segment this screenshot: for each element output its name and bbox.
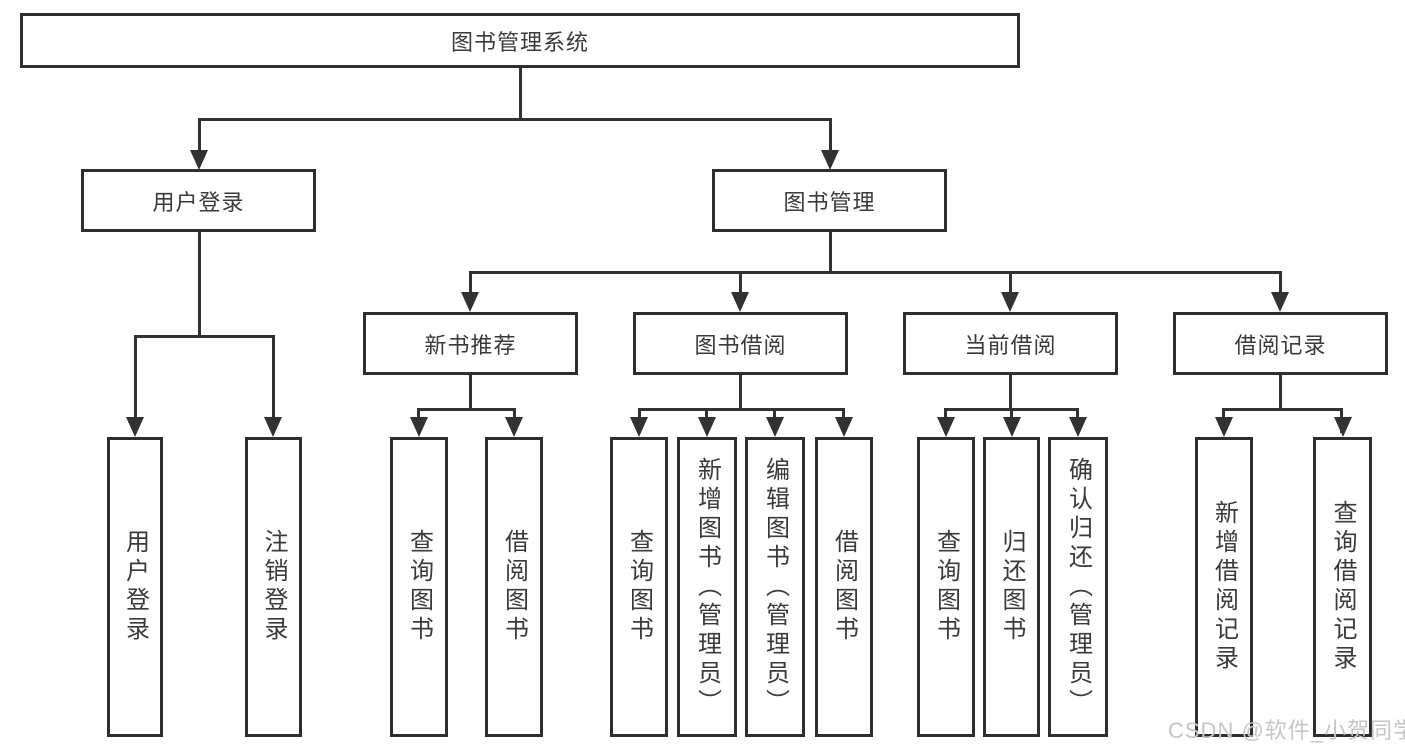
arrow-down-icon (1334, 417, 1352, 437)
arrow-down-icon (190, 150, 208, 170)
csdn-watermark: CSDN @软件_小贺同学 (1168, 718, 1405, 743)
node-label: 编辑图书（管理员） (761, 456, 789, 718)
arrow-down-icon (821, 150, 839, 170)
connector-line (739, 375, 742, 408)
leaf-query-borrow-record: 查询借阅记录 (1313, 437, 1372, 737)
connector-line (198, 118, 832, 121)
arrow-down-icon (766, 417, 784, 437)
arrow-down-icon (126, 417, 144, 437)
node-label: 用户登录 (121, 529, 149, 645)
connector-line (272, 335, 275, 433)
node-label: 确认归还（管理员） (1064, 456, 1092, 718)
node-label: 新增借阅记录 (1210, 500, 1238, 674)
connector-line (1009, 375, 1012, 408)
node-label: 借阅图书 (500, 529, 528, 645)
connector-line (829, 118, 832, 166)
node-label: 查询借阅记录 (1329, 500, 1356, 674)
connector-line (469, 271, 472, 299)
node-label: 当前借阅 (964, 332, 1057, 358)
connector-line (1279, 271, 1282, 299)
connector-line (134, 335, 275, 338)
node-label: 图书借阅 (694, 332, 787, 358)
leaf-user-login: 用户登录 (107, 437, 163, 737)
node-label: 图书管理系统 (450, 29, 589, 55)
node-label: 注销登录 (260, 529, 287, 645)
connector-line (739, 271, 742, 299)
arrow-down-icon (461, 292, 479, 312)
arrow-down-icon (1069, 417, 1087, 437)
connector-line (469, 271, 1282, 274)
leaf-query-books-current: 查询图书 (917, 437, 975, 737)
arrow-down-icon (731, 292, 749, 312)
connector-line (134, 335, 137, 433)
connector-line (1279, 375, 1282, 408)
node-label: 查询图书 (625, 529, 653, 645)
connector-line (829, 232, 832, 271)
node-label: 借阅记录 (1234, 332, 1327, 358)
arrow-down-icon (630, 417, 648, 437)
leaf-edit-books-admin: 编辑图书（管理员） (745, 437, 805, 737)
node-current-borrowing: 当前借阅 (903, 312, 1118, 375)
node-label: 用户登录 (152, 189, 245, 215)
node-new-book-recommendation: 新书推荐 (363, 312, 578, 375)
leaf-return-books: 归还图书 (983, 437, 1040, 737)
node-label: 借阅图书 (830, 529, 858, 645)
arrow-down-icon (1215, 417, 1233, 437)
arrow-down-icon (698, 417, 716, 437)
arrow-down-icon (1271, 292, 1289, 312)
node-label: 新增图书（管理员） (693, 456, 721, 718)
leaf-query-books-borrow: 查询图书 (610, 437, 668, 737)
node-user-login: 用户登录 (81, 169, 316, 232)
node-label: 新书推荐 (424, 332, 517, 358)
connector-line (1009, 271, 1012, 299)
node-label: 图书管理 (783, 189, 876, 215)
leaf-query-books-recommend: 查询图书 (390, 437, 448, 737)
leaf-borrow-books: 借阅图书 (815, 437, 873, 737)
node-label: 归还图书 (998, 529, 1025, 645)
connector-line (198, 232, 201, 335)
arrow-down-icon (835, 417, 853, 437)
arrow-down-icon (1001, 292, 1019, 312)
leaf-confirm-return-admin: 确认归还（管理员） (1048, 437, 1108, 737)
node-root: 图书管理系统 (20, 13, 1020, 68)
connector-line (198, 118, 201, 166)
connector-line (417, 408, 516, 411)
node-book-borrowing: 图书借阅 (633, 312, 848, 375)
connector-line (469, 375, 472, 408)
node-book-management: 图书管理 (712, 169, 947, 232)
arrow-down-icon (264, 417, 282, 437)
leaf-add-borrow-record: 新增借阅记录 (1195, 437, 1253, 737)
connector-line (1222, 408, 1343, 411)
leaf-borrow-books-recommend: 借阅图书 (485, 437, 543, 737)
arrow-down-icon (410, 417, 428, 437)
connector-line (519, 68, 522, 119)
arrow-down-icon (1003, 417, 1021, 437)
arrow-down-icon (505, 417, 523, 437)
arrow-down-icon (937, 417, 955, 437)
node-label: 查询图书 (932, 529, 960, 645)
leaf-add-books-admin: 新增图书（管理员） (677, 437, 737, 737)
connector-line (638, 408, 845, 411)
leaf-logout: 注销登录 (245, 437, 302, 737)
node-label: 查询图书 (405, 529, 433, 645)
node-borrowing-records: 借阅记录 (1173, 312, 1388, 375)
